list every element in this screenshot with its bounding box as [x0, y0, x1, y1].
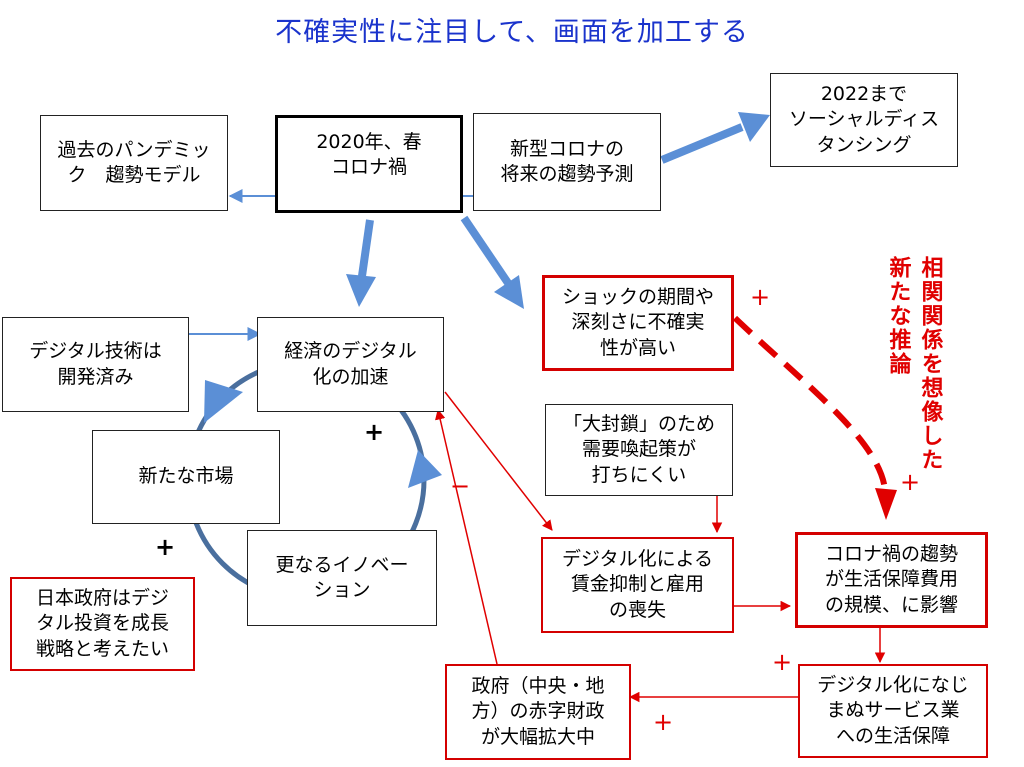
dashed-red-inference-arrow [732, 315, 888, 491]
cycle-arrowhead-right [408, 450, 442, 488]
box-new-market: 新たな市場 [92, 430, 280, 524]
vertical-label-correlation: 相関関係を想像した [917, 256, 943, 472]
arrow-forecast-distancing [660, 123, 744, 164]
vertical-label-new-inference: 新たな推論 [885, 256, 911, 376]
box-shock-uncertainty: ショックの期間や 深刻さに不確実 性が高い [542, 275, 734, 371]
arrow-covid-accel [358, 219, 374, 277]
arrow-deficit-accel [435, 408, 498, 665]
page-title: 不確実性に注目して、画面を加工する [275, 17, 749, 48]
box-japan-government: 日本政府はデジ タル投資を成長 戦略と考えたい [10, 577, 195, 671]
box-past-pandemic-model: 過去のパンデミッ ク 趨勢モデル [40, 115, 228, 211]
box-digital-developed: デジタル技術は 開発済み [2, 317, 189, 412]
arrow-accel-wage [444, 391, 553, 531]
plus-sign-deficit: + [653, 708, 674, 736]
box-lockdown: 「大封鎖」のため 需要喚起策が 打ちにくい [545, 404, 733, 496]
box-future-forecast: 新型コロナの 将来の趨勢予測 [473, 113, 661, 211]
box-covid-2020: 2020年、春 コロナ禍 [275, 115, 463, 213]
box-further-innovation: 更なるイノベー ション [247, 530, 437, 626]
box-distancing-2022: 2022まで ソーシャルディス タンシング [770, 73, 958, 167]
box-wage-suppression: デジタル化による 賃金抑制と雇用 の喪失 [541, 537, 734, 633]
arrow-covid-shock [460, 215, 512, 286]
plus-sign-cycle-left: + [155, 533, 176, 561]
box-digital-acceleration: 経済のデジタル 化の加速 [257, 317, 444, 412]
cycle-arrowhead-left [204, 380, 243, 423]
box-gov-deficit: 政府（中央・地 方）の赤字財政 が大幅拡大中 [445, 664, 631, 760]
plus-sign-cycle-right: + [364, 418, 385, 446]
dashed-red-inference-arrowhead [875, 488, 897, 520]
plus-sign-impact: + [772, 648, 793, 676]
box-covid-trend-impact: コロナ禍の趨勢 が生活保障費用 の規模、に影響 [795, 532, 988, 628]
minus-sign-deficit: − [450, 472, 471, 500]
arrow-forecast-distancing-head [738, 112, 770, 142]
plus-sign-dashed: + [900, 468, 921, 496]
arrow-covid-shock-head [494, 275, 524, 309]
arrow-covid-accel-head [346, 274, 376, 307]
box-digital-unfit-services: デジタル化になじ まぬサービス業 への生活保障 [798, 664, 988, 758]
plus-sign-shock: + [750, 283, 771, 311]
